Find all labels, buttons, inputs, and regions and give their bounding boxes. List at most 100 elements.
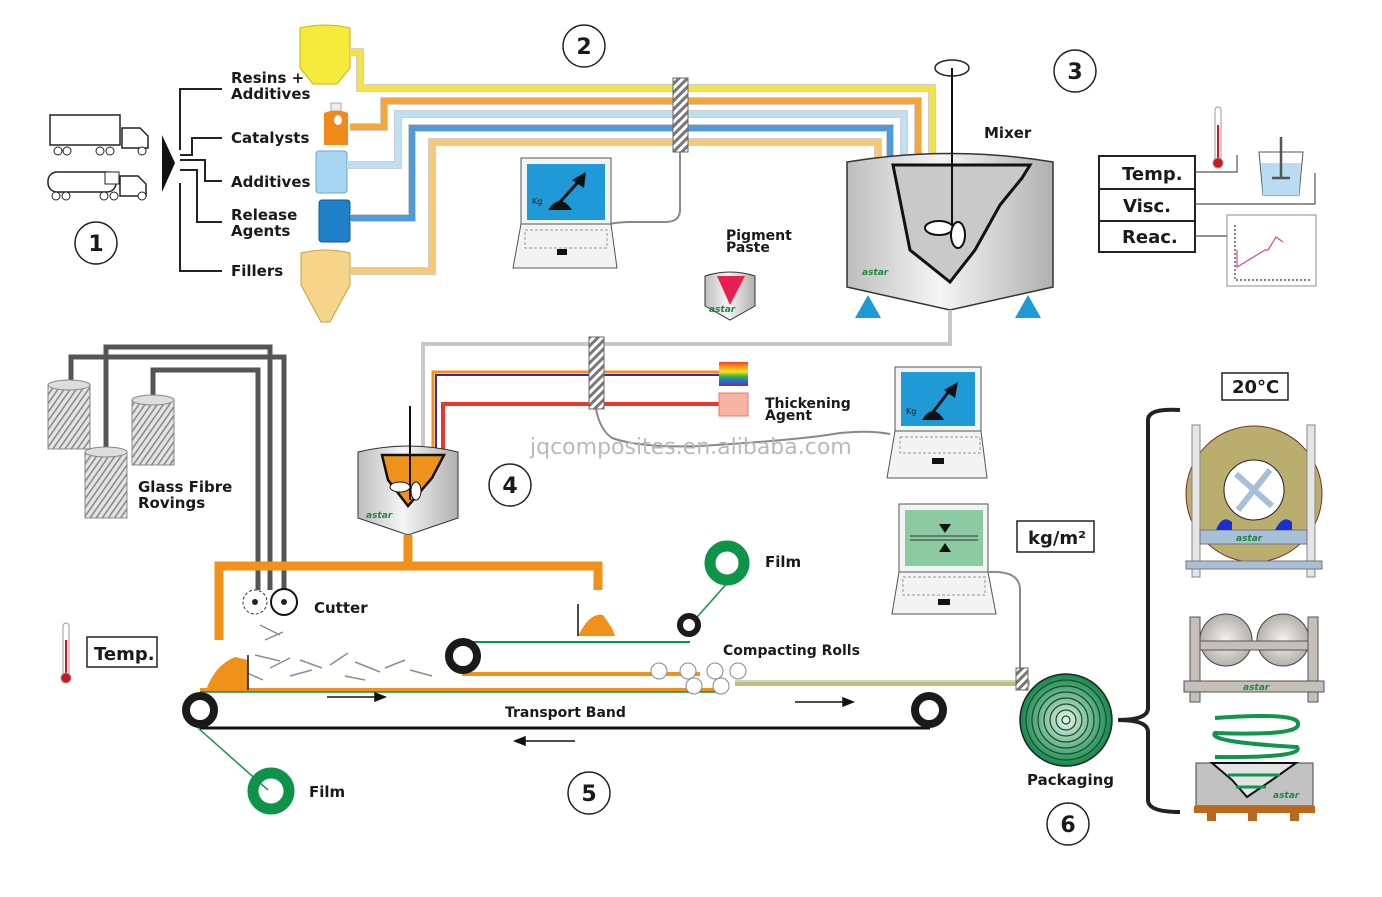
weight-label: kg/m²: [1028, 528, 1086, 549]
transport-label: Transport Band: [505, 705, 626, 721]
sensor-cable-2: [599, 152, 681, 227]
thermometer-icon: [1212, 106, 1224, 169]
compacting-label: Compacting Rolls: [723, 643, 860, 659]
weight-box: [1016, 520, 1095, 553]
filler-silo-icon: [300, 249, 351, 323]
paste-doctor-blade: [206, 657, 248, 690]
rovings-label-1: Glass Fibre: [138, 478, 232, 496]
material-label-additives: Additives: [231, 173, 310, 191]
dosing-pipes: [347, 48, 936, 275]
step-4-number: 4: [502, 474, 517, 499]
rack-brand: astar: [1236, 534, 1263, 544]
compacting-rolls: [650, 662, 747, 695]
watermark: jqcomposites.en.alibaba.com: [529, 435, 852, 460]
coil-rack-icon: astar: [1185, 424, 1323, 578]
conveyor: [197, 562, 1030, 791]
distribution-arrow-icon: [162, 135, 175, 192]
pigment-label-2: Paste: [726, 240, 770, 256]
material-label-fillers: Fillers: [231, 262, 283, 280]
pigment-color-block: [719, 362, 748, 386]
line-temp-box: [86, 636, 158, 668]
belt-rollers: [182, 613, 947, 728]
catalyst-bottle-icon: [324, 102, 348, 145]
bulk-box-brand: astar: [1273, 791, 1300, 801]
mixer: astar: [846, 59, 1054, 318]
load-cell-icon: [1015, 295, 1041, 318]
control-reac: Reac.: [1122, 227, 1178, 248]
load-cell-icon: [855, 295, 881, 318]
release-agent-bag-icon: [318, 199, 351, 243]
step-6-badge: [1046, 802, 1090, 846]
scale-laptop-2: Kg: [886, 366, 988, 479]
thickening-agent-icon: [718, 392, 749, 417]
film-bottom-label: Film: [309, 783, 345, 801]
flow-sensor-2: [672, 77, 689, 153]
line-thermometer-icon: [60, 622, 72, 684]
paste-tank: astar: [357, 406, 459, 536]
step-5-badge: [567, 771, 611, 815]
material-label-release: Release: [231, 206, 297, 224]
tanker-truck-icon: [47, 171, 147, 201]
step-1-badge: [74, 221, 118, 265]
weight-sensor: [1015, 667, 1029, 691]
viscosity-beaker-icon: [1258, 137, 1304, 196]
scale-laptop-1: Kg: [512, 157, 618, 269]
film-top-label: Film: [765, 553, 801, 571]
cutter-icon: [242, 588, 298, 616]
bulk-box-icon: astar: [1194, 714, 1315, 821]
drum-rack-brand: astar: [1243, 683, 1270, 693]
truck-icon: [49, 114, 149, 156]
rovings-label-2: Rovings: [138, 494, 205, 512]
sensor-cable-4: [595, 408, 891, 448]
paste-pipes: [421, 310, 952, 452]
direction-arrows: [327, 691, 856, 747]
film-roll-top: [704, 540, 750, 586]
step-5-number: 5: [581, 782, 596, 807]
film-roll-bottom: [247, 767, 295, 815]
paste-feed: [214, 535, 603, 640]
glass-rovings: [47, 344, 287, 590]
packaging-brace: [1117, 407, 1181, 814]
storage-temp-box: [1221, 372, 1289, 401]
step-1-number: 1: [88, 232, 103, 257]
material-bracket: [179, 88, 222, 272]
step-2-number: 2: [576, 35, 591, 60]
material-label-resins: Resins +: [231, 69, 304, 87]
line-temp-label: Temp.: [94, 644, 155, 665]
additives-bag-icon: [315, 150, 348, 194]
step-1-delivery: Resins + Additives Catalysts Additives R…: [47, 24, 351, 323]
cutter-label: Cutter: [314, 599, 368, 617]
step-2-badge: [562, 24, 606, 68]
step-3-number: 3: [1067, 60, 1082, 85]
resin-hopper-icon: [299, 24, 351, 85]
storage-temp-label: 20°C: [1232, 377, 1279, 398]
material-label-catalysts: Catalysts: [231, 129, 309, 147]
weight-cable: [987, 570, 1021, 668]
pigment-label-1: Pigment: [726, 228, 792, 244]
mixer-label: Mixer: [984, 124, 1032, 142]
step-4-badge: [488, 463, 532, 507]
scale-unit-1: Kg: [532, 197, 542, 206]
step-3-badge: [1053, 49, 1097, 93]
packaging-roll-icon: [1019, 673, 1113, 767]
drum-rack-icon: astar: [1183, 613, 1325, 703]
material-label-release-2: Agents: [231, 222, 290, 240]
mixer-controls: Temp. Visc. Reac.: [1098, 106, 1317, 287]
material-label-resins-2: Additives: [231, 85, 310, 103]
scale-unit-2: Kg: [906, 407, 916, 416]
thickening-label-1: Thickening: [765, 396, 851, 412]
packaging-label: Packaging: [1027, 771, 1114, 789]
control-temp: Temp.: [1122, 164, 1183, 185]
flow-sensor-4: [588, 336, 605, 410]
mixer-brand: astar: [862, 268, 889, 278]
pigment-tank: astar: [704, 271, 756, 321]
chopped-fibres: [244, 624, 433, 681]
paste-brand: astar: [366, 511, 393, 521]
control-visc: Visc.: [1123, 196, 1171, 217]
weight-laptop: [891, 503, 997, 615]
thickening-label-2: Agent: [765, 408, 812, 424]
paste-doctor-blade-upper: [578, 614, 615, 636]
step-6-number: 6: [1060, 813, 1075, 838]
reaction-chart-icon: [1226, 214, 1317, 287]
